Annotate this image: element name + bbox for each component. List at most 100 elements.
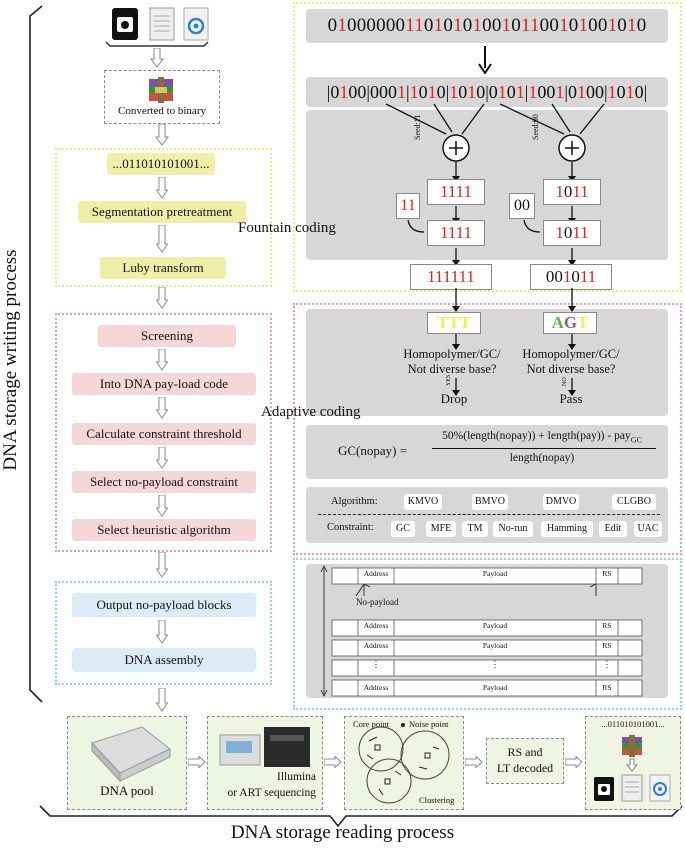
block-dots: ⋮ bbox=[490, 659, 500, 669]
left-question: Homopolymer/GC/Not diverse base? bbox=[403, 347, 501, 376]
result-box: ...011010101001... bbox=[585, 716, 681, 810]
constraint-edit: Edit bbox=[599, 521, 627, 537]
screening-step: Screening bbox=[98, 325, 236, 347]
down-arrow-icon bbox=[156, 397, 168, 419]
constraint-mfe: MFE bbox=[426, 521, 456, 537]
adaptive-lines bbox=[452, 288, 576, 396]
right-arrow-icon bbox=[565, 756, 583, 768]
algo-bmvo: BMVO bbox=[472, 494, 508, 510]
formula-numerator: 50%(length(nopay)) + length(pay)) - payG… bbox=[442, 430, 642, 445]
fountain-panel bbox=[293, 2, 682, 292]
bits-top: 010000001101010100101100101001010 bbox=[327, 15, 647, 36]
block-rs: RS bbox=[602, 569, 612, 578]
constraint-uac: UAC bbox=[634, 521, 662, 537]
left-value2-box: 1111 bbox=[427, 220, 485, 246]
converted-label: Converted to binary bbox=[118, 105, 206, 117]
clustering-diagram bbox=[358, 723, 450, 804]
down-arrow-icon bbox=[156, 225, 168, 253]
algorithm-label: Algorithm: bbox=[331, 496, 378, 507]
right-seq-box: AGT bbox=[543, 312, 597, 334]
payload-step: Into DNA pay-load code bbox=[72, 373, 256, 395]
threshold-step: Calculate constraint threshold bbox=[72, 423, 256, 445]
reading-process-label: DNA storage reading process bbox=[230, 822, 455, 843]
constraint-norun: No-run bbox=[493, 521, 533, 537]
adaptive-section bbox=[55, 313, 272, 552]
luby-step: Luby transform bbox=[100, 257, 226, 279]
algo-kmvo: KMVO bbox=[404, 494, 442, 510]
constraint-label: Constraint: bbox=[327, 522, 374, 533]
seq-label-2: or ART sequencing bbox=[227, 787, 316, 799]
down-arrow-icon bbox=[156, 495, 168, 517]
constraint-hamming: Hamming bbox=[541, 521, 593, 537]
sequencing-box: Illumina or ART sequencing bbox=[207, 716, 323, 810]
noise-point-label: Noise point bbox=[409, 719, 449, 729]
core-point-label: Core point bbox=[353, 719, 390, 729]
right-out-box: 001011 bbox=[530, 264, 612, 290]
formula-denominator: length(nopay) bbox=[509, 452, 575, 464]
right-value-box: 1011 bbox=[543, 179, 601, 205]
decode-box: RS and LT decoded bbox=[486, 738, 564, 784]
output-section bbox=[55, 581, 272, 685]
result-binary: ...011010101001... bbox=[601, 719, 665, 729]
fountain-coding-label: Fountain coding bbox=[238, 220, 336, 236]
blocks-drawing bbox=[320, 565, 643, 697]
left-seq-box: TTT bbox=[427, 312, 481, 334]
seed-left: Seed:11 bbox=[413, 114, 422, 140]
block-payload: Payload bbox=[482, 641, 508, 650]
seed-right: Seed:00 bbox=[531, 114, 540, 140]
plate-icon bbox=[91, 726, 171, 783]
algorithm-divider bbox=[318, 514, 660, 515]
result-icons bbox=[594, 735, 671, 802]
bits-segmented-bar: |0100|0001|1010|1010|0101|1001|0100|1010… bbox=[306, 77, 668, 107]
block-address: Address bbox=[363, 621, 389, 630]
block-address: Address bbox=[363, 641, 389, 650]
block-dots: ⋮ bbox=[602, 659, 612, 669]
decode-label-2: LT decoded bbox=[496, 761, 554, 775]
clustering-label: Clustering bbox=[419, 795, 455, 805]
block-dots: ⋮ bbox=[371, 659, 381, 669]
seq-label-1: Illumina bbox=[277, 771, 316, 783]
drop-label: Drop bbox=[440, 391, 468, 406]
no-label: NO bbox=[562, 377, 568, 386]
block-address: Address bbox=[363, 569, 389, 578]
segmentation-section bbox=[55, 148, 272, 287]
left-value-box: 1111 bbox=[427, 179, 485, 205]
block-rs: RS bbox=[602, 683, 612, 692]
block-rs: RS bbox=[602, 621, 612, 630]
output-blocks-step: Output no-payload blocks bbox=[72, 593, 256, 617]
right-value: 1011 bbox=[555, 182, 589, 201]
down-arrow-icon bbox=[156, 177, 168, 199]
right-tag-box: 00 bbox=[509, 193, 535, 219]
fountain-gray-panel bbox=[306, 110, 668, 260]
right-value2: 1011 bbox=[555, 223, 589, 242]
archive-icon bbox=[149, 77, 173, 103]
assembly-step: DNA assembly bbox=[72, 648, 256, 672]
pass-label: Pass bbox=[559, 391, 583, 406]
down-arrow-icon bbox=[156, 349, 168, 371]
file-icons bbox=[104, 4, 212, 50]
algo-clgbo: CLGBO bbox=[612, 494, 656, 510]
writing-process-label: DNA storage writing process bbox=[0, 249, 21, 471]
right-value2-box: 1011 bbox=[543, 220, 601, 246]
yes-label: YES bbox=[446, 374, 452, 386]
formula-bar bbox=[432, 448, 656, 449]
right-arrow-icon bbox=[188, 756, 206, 768]
block-address: Address bbox=[363, 683, 389, 692]
binary-snippet: ...011010101001... bbox=[107, 153, 215, 175]
converted-box: Converted to binary bbox=[104, 70, 220, 124]
dna-pool-box: DNA pool bbox=[67, 716, 187, 810]
down-arrow-icon bbox=[478, 46, 492, 74]
adaptive-panel bbox=[293, 303, 682, 555]
clustering-box: Core point Noise point Clustering bbox=[344, 716, 464, 810]
heuristic-step: Select heuristic algorithm bbox=[72, 519, 256, 541]
left-tag-box: 11 bbox=[396, 193, 420, 219]
down-arrow-icon bbox=[156, 620, 168, 644]
block-payload: Payload bbox=[482, 683, 508, 692]
block-payload: Payload bbox=[482, 621, 508, 630]
right-out: 001011 bbox=[545, 267, 597, 286]
formula-lhs: GC(nopay) = bbox=[338, 443, 408, 458]
block-rs: RS bbox=[602, 641, 612, 650]
down-arrow-icon bbox=[156, 688, 168, 712]
left-out-box: 111111 bbox=[410, 264, 492, 290]
